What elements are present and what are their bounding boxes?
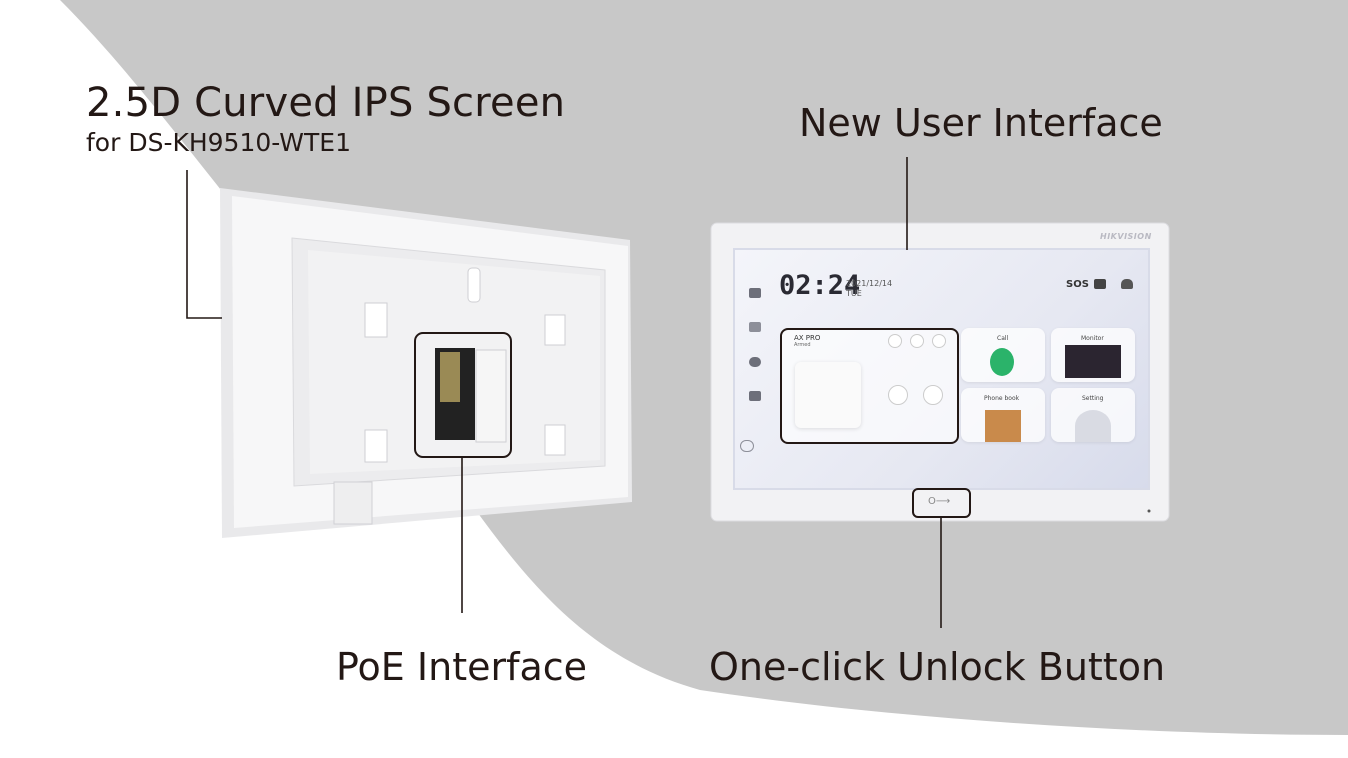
alarm-hub-image (795, 362, 861, 428)
callout-unlock: One-click Unlock Button (709, 645, 1166, 689)
more-icon[interactable] (910, 334, 924, 348)
shield-icon[interactable] (749, 357, 761, 367)
contact-icon (985, 410, 1021, 442)
sos-button[interactable]: SOS (1066, 279, 1089, 290)
monitor-preview (1065, 345, 1121, 378)
back-panel-device (220, 188, 632, 538)
call-log-icon[interactable] (749, 322, 761, 332)
home-icon[interactable] (749, 288, 761, 298)
camera-icon[interactable] (932, 334, 946, 348)
monitor-tile-label: Monitor (1081, 335, 1104, 342)
away-arm-icon[interactable] (923, 385, 943, 405)
security-card-title: AX PRO (794, 334, 821, 342)
clock-date: 2021/12/14 (846, 279, 893, 288)
gray-backdrop (60, 0, 1348, 735)
do-not-disturb-icon[interactable] (740, 440, 754, 452)
phone-book-tile-label: Phone book (984, 395, 1020, 402)
headline-subtitle: for DS-KH9510-WTE1 (86, 128, 351, 157)
guard-icon[interactable] (1121, 279, 1133, 289)
brand-logo: HIKVISION (1100, 232, 1152, 241)
callout-poe: PoE Interface (336, 645, 588, 689)
key-icon: O⟶ (928, 496, 951, 507)
unlock-button[interactable] (912, 488, 971, 518)
user-icon[interactable] (888, 334, 902, 348)
gear-icon (1075, 410, 1111, 442)
clock-day: TUE (846, 289, 862, 298)
phone-icon (990, 348, 1014, 376)
security-card-status: Armed (794, 342, 811, 348)
stay-arm-icon[interactable] (888, 385, 908, 405)
callout-new-ui: New User Interface (799, 101, 1163, 145)
gallery-icon[interactable] (749, 391, 761, 401)
setting-tile-label: Setting (1082, 395, 1104, 402)
headline-title: 2.5D Curved IPS Screen (86, 80, 566, 126)
elevator-icon[interactable] (1094, 279, 1106, 289)
call-tile-label: Call (997, 335, 1009, 342)
poe-port-frame (414, 332, 512, 458)
clock-time: 02:24 (779, 270, 861, 301)
